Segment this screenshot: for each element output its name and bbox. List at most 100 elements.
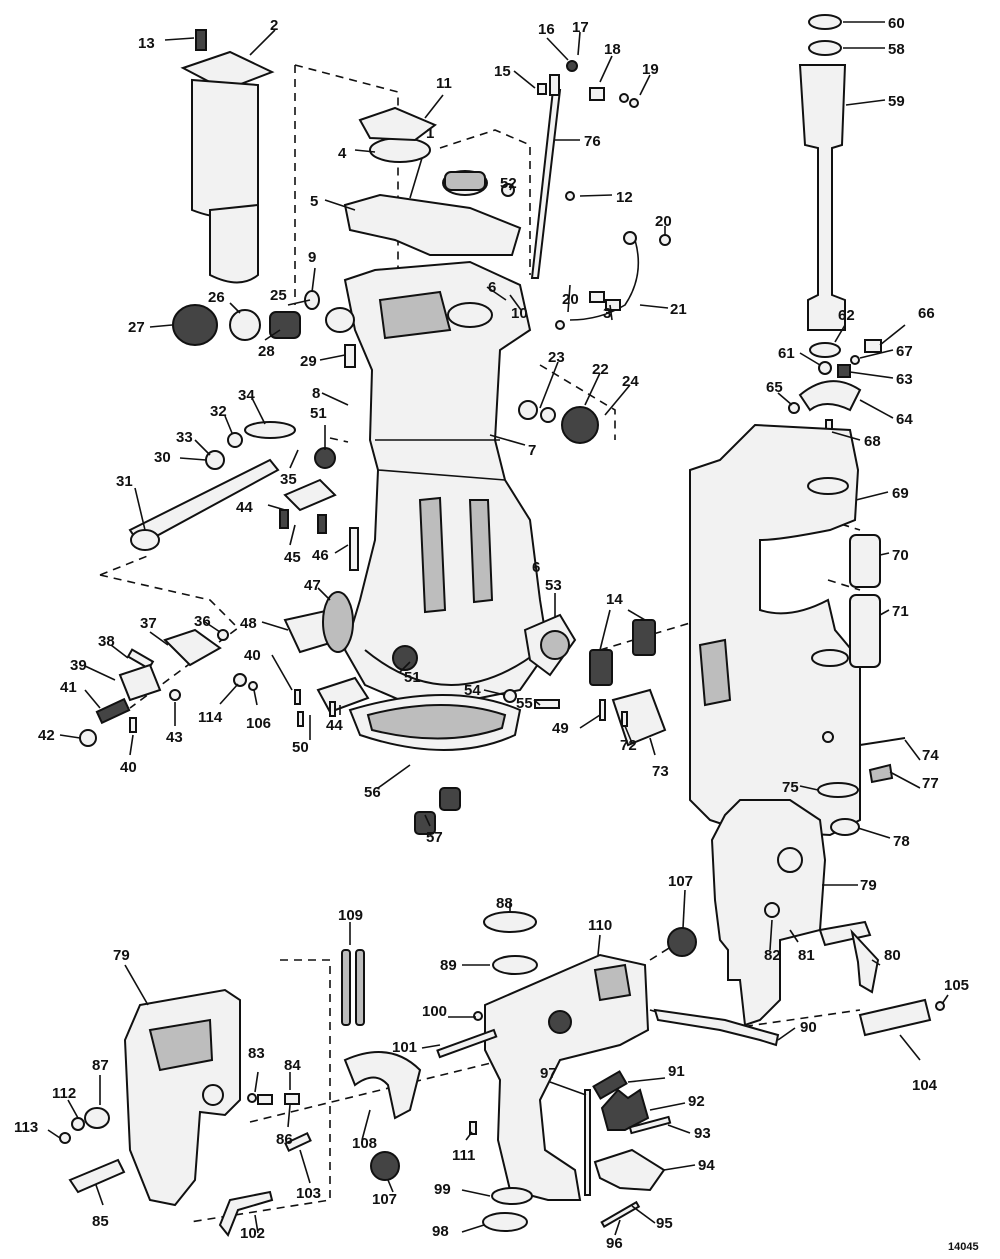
callout-label: 104 [912, 1077, 938, 1094]
callout-label: 39 [70, 657, 87, 674]
callout-label: 103 [296, 1185, 321, 1202]
callout-label: 114 [198, 709, 223, 726]
callout-label: 8 [312, 385, 320, 402]
callout-label: 93 [694, 1125, 711, 1142]
water-pump-parts [503, 613, 577, 709]
callout-label: 59 [888, 93, 905, 110]
callout-label: 31 [116, 473, 133, 490]
callout-label: 99 [434, 1181, 451, 1198]
plate-104 [858, 998, 945, 1037]
callout-label: 33 [176, 429, 193, 446]
callout-label: 61 [778, 345, 795, 362]
water-tube-grommets [172, 290, 356, 368]
exhaust-tube [180, 50, 275, 284]
callout-label: 9 [308, 249, 316, 266]
grommets-57 [414, 787, 461, 835]
callout-label: 24 [622, 373, 639, 390]
callout-label: 47 [304, 577, 321, 594]
callout-label: 49 [552, 720, 569, 737]
callout-label: 5 [310, 193, 318, 210]
callout-label: 16 [538, 21, 555, 38]
callout-label: 18 [604, 41, 621, 58]
callout-label: 48 [240, 615, 257, 632]
shift-linkage [128, 421, 359, 571]
callout-label: 107 [372, 1191, 397, 1208]
tilt-lock-parts [584, 1008, 780, 1228]
callout-label: 71 [892, 603, 909, 620]
callout-label: 82 [764, 947, 781, 964]
shift-lever-parts [79, 628, 301, 747]
cover-plates [283, 591, 418, 727]
callout-label: 78 [893, 833, 910, 850]
callout-label: 1 [426, 125, 434, 142]
callout-label: 46 [312, 547, 329, 564]
callout-label: 20 [562, 291, 579, 308]
callout-label: 29 [300, 353, 317, 370]
reverse-lock-rods [218, 1131, 312, 1237]
callout-label: 69 [892, 485, 909, 502]
callout-label: 57 [426, 829, 443, 846]
callout-label: 74 [922, 747, 939, 764]
callout-label: 72 [620, 737, 637, 754]
callout-label: 22 [592, 361, 609, 378]
callout-label: 87 [92, 1057, 109, 1074]
callout-label: 107 [668, 873, 693, 890]
callout-label: 37 [140, 615, 157, 632]
callout-label: 62 [838, 307, 855, 324]
callout-label: 38 [98, 633, 115, 650]
callout-label: 88 [496, 895, 513, 912]
callout-label: 106 [246, 715, 271, 732]
callout-label: 98 [432, 1223, 449, 1240]
callout-label: 58 [888, 41, 905, 58]
exhaust-housing [343, 260, 550, 701]
callout-label: 70 [892, 547, 909, 564]
clamp-bracket-left [59, 988, 300, 1207]
callout-label: 96 [606, 1235, 623, 1252]
callout-label: 84 [284, 1057, 301, 1074]
callout-label: 81 [798, 947, 815, 964]
callout-label: 21 [670, 301, 687, 318]
shift-rod [501, 60, 639, 279]
callout-label: 63 [896, 371, 913, 388]
callout-label: 110 [588, 917, 612, 934]
callout-label: 89 [440, 957, 457, 974]
bracket-108 [343, 1051, 422, 1120]
callout-label: 68 [864, 433, 881, 450]
callout-label: 41 [60, 679, 77, 696]
callout-label: 79 [113, 947, 130, 964]
callout-label: 83 [248, 1045, 265, 1062]
callout-label: 45 [284, 549, 301, 566]
callout-label: 3 [603, 305, 611, 322]
callout-label: 14 [606, 591, 623, 608]
callout-label: 90 [800, 1019, 817, 1036]
callout-label: 113 [14, 1119, 38, 1136]
callout-label: 15 [494, 63, 511, 80]
callout-label: 17 [572, 19, 589, 36]
bushings [849, 534, 881, 668]
callout-label: 44 [326, 717, 343, 734]
callout-label: 77 [922, 775, 939, 792]
callout-label: 76 [584, 133, 601, 150]
swivel-shaft-assembly [788, 14, 882, 445]
callout-label: 50 [292, 739, 309, 756]
callout-label: 60 [888, 15, 905, 32]
callout-label: 102 [240, 1225, 265, 1242]
callout-label: 13 [138, 35, 155, 52]
callout-label: 80 [884, 947, 901, 964]
callout-label: 20 [655, 213, 672, 230]
callout-label: 25 [270, 287, 287, 304]
callout-label: 26 [208, 289, 225, 306]
callout-label: 34 [238, 387, 255, 404]
callout-label: 6 [532, 559, 540, 576]
callout-label: 10 [511, 305, 528, 322]
callout-label: 92 [688, 1093, 705, 1110]
callout-label: 101 [392, 1039, 417, 1056]
callout-label: 73 [652, 763, 669, 780]
callout-label: 64 [896, 411, 913, 428]
callout-label: 86 [276, 1131, 293, 1148]
callout-label: 40 [120, 759, 137, 776]
callout-label: 4 [338, 145, 347, 162]
callout-label: 112 [52, 1085, 76, 1102]
callout-label: 67 [896, 343, 913, 360]
